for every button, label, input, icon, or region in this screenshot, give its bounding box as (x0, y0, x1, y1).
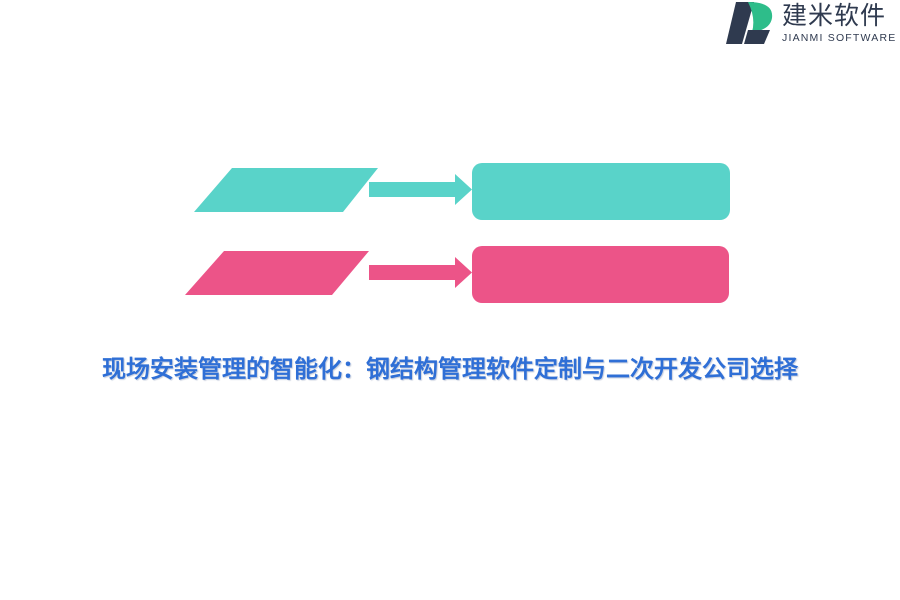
brand-name-en: JIANMI SOFTWARE (782, 32, 897, 44)
diagram-caption: 现场安装管理的智能化：钢结构管理软件定制与二次开发公司选择 (102, 355, 798, 383)
output-box-2 (472, 246, 729, 303)
right-arrow-icon (369, 174, 472, 205)
input-parallelogram-2 (185, 251, 369, 295)
brand-name-cn: 建米软件 (782, 1, 887, 30)
output-box-1 (472, 163, 730, 220)
jianmi-logo-icon (726, 2, 773, 44)
right-arrow-icon (369, 257, 472, 288)
brand-logo: 建米软件 JIANMI SOFTWARE (722, 0, 900, 48)
input-parallelogram-1 (194, 168, 378, 212)
